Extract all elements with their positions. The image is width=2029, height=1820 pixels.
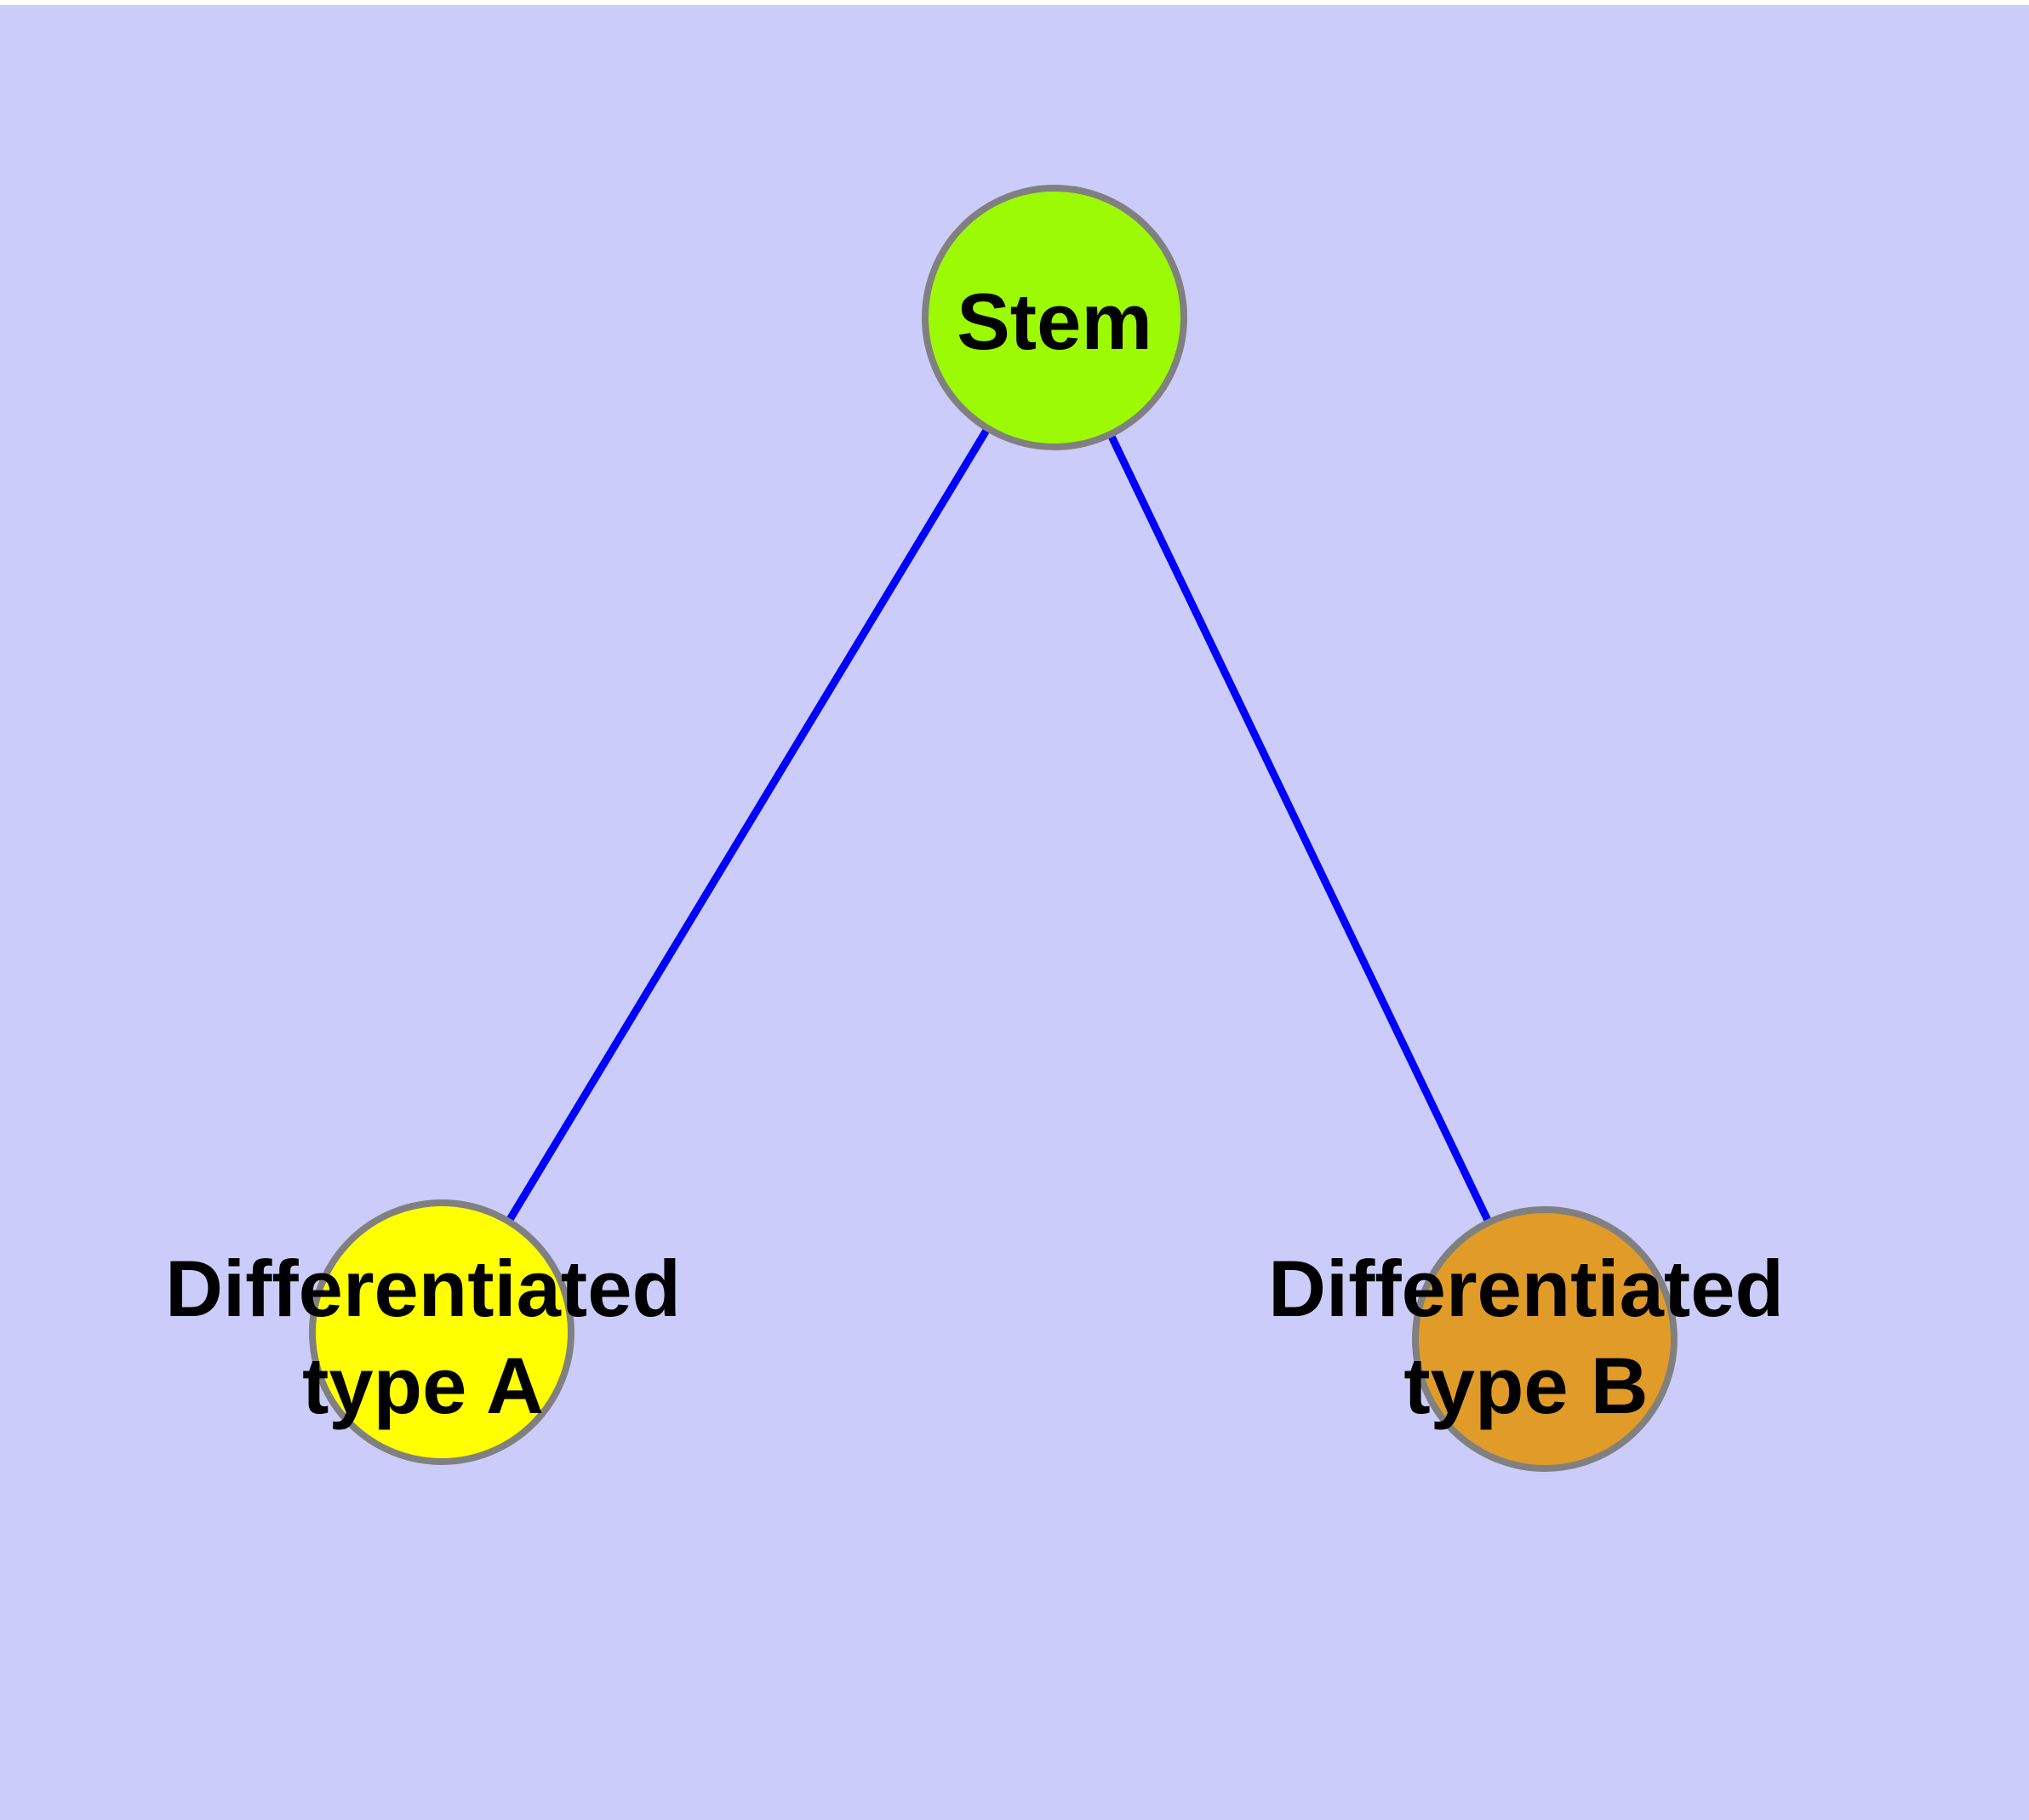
nodes-layer bbox=[309, 185, 1677, 1472]
node-differentiated-type-a-circle[interactable] bbox=[309, 1199, 574, 1465]
node-label-line: Differentiated bbox=[1268, 1244, 1784, 1333]
edge-stem-to-differentiated-type-b[interactable] bbox=[1050, 316, 1549, 1341]
edge-stem-to-differentiated-type-a[interactable] bbox=[438, 315, 1058, 1335]
node-label-line: type B bbox=[1403, 1341, 1648, 1430]
edges-layer bbox=[438, 315, 1549, 1341]
node-label-line: Stem bbox=[957, 277, 1152, 366]
node-stem-circle[interactable] bbox=[922, 185, 1187, 450]
node-label-line: type A bbox=[302, 1341, 544, 1430]
node-label-line: Differentiated bbox=[165, 1244, 681, 1333]
node-stem-label: Stem bbox=[957, 277, 1152, 366]
node-differentiated-type-b-circle[interactable] bbox=[1412, 1206, 1677, 1472]
